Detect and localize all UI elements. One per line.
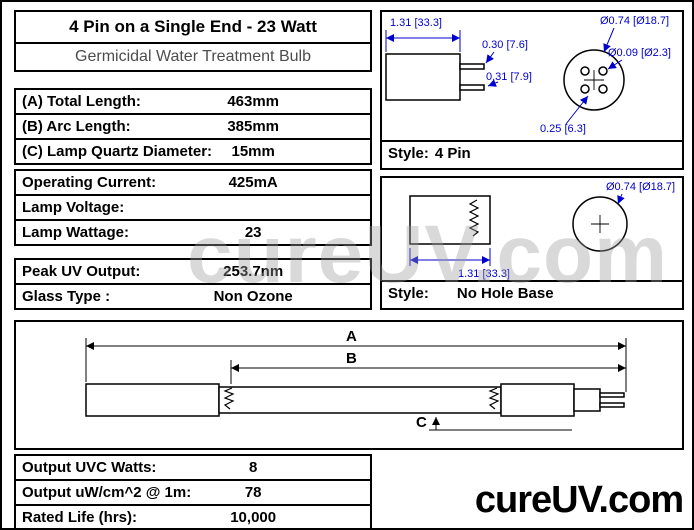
dim-c-label: C [416, 414, 427, 431]
spec-value: 78 [244, 484, 262, 501]
page-subtitle: Germicidal Water Treatment Bulb [75, 48, 311, 65]
spec-value: 385mm [227, 118, 280, 135]
spec-value: 8 [248, 459, 258, 476]
base-side-view: 1.31 [33.3] [409, 195, 510, 280]
base-drawing-panel: 1.31 [33.3] Ø0.74 [Ø18.7] Style: No Hole … [380, 176, 684, 310]
dim-pin-dia-label: Ø0.09 [Ø2.3] [608, 47, 671, 59]
dimension-c: C [416, 414, 572, 431]
table-row: Lamp Wattage: 23 [16, 221, 370, 244]
table-row: (C) Lamp Quartz Diameter: 15mm [16, 140, 370, 163]
pin-drawing-panel: 1.31 [33.3] 0.30 [7.6] 0.31 [7.9] [380, 10, 684, 170]
spec-table-uv-output: Peak UV Output: 253.7nm Glass Type : Non… [14, 258, 372, 310]
lamp-technical-drawing: A B C [85, 328, 627, 431]
table-row: Lamp Voltage: [16, 196, 370, 221]
dim-length-label: 1.31 [33.3] [390, 17, 442, 29]
table-row: Glass Type : Non Ozone [16, 285, 370, 308]
base-end-view: Ø0.74 [Ø18.7] [572, 181, 675, 252]
dim-pin-gap-top-label: 0.30 [7.6] [482, 39, 528, 51]
dim-pin-gap-bottom-label: 0.31 [7.9] [486, 71, 532, 83]
style-label-base: Style: No Hole Base [382, 280, 682, 308]
spec-value: 463mm [227, 93, 280, 110]
dim-pin-spacing-label: 0.25 [6.3] [540, 123, 586, 135]
spec-table-performance: Output UVC Watts: 8 Output uW/cm^2 @ 1m:… [14, 454, 372, 528]
spec-table-electrical: Operating Current: 425mA Lamp Voltage: L… [14, 169, 372, 246]
spec-value: Non Ozone [213, 288, 293, 305]
table-row: Output UVC Watts: 8 [16, 456, 370, 481]
spec-label: Lamp Wattage: [22, 224, 129, 241]
style-prefix: Style: [388, 145, 429, 162]
spec-value: 425mA [228, 174, 278, 191]
spec-label: Glass Type : [22, 288, 111, 305]
style-value: No Hole Base [456, 285, 554, 302]
dim-a-label: A [346, 328, 357, 345]
dim-base-length-label: 1.31 [33.3] [458, 268, 510, 280]
dimension-b: B [230, 350, 626, 384]
dim-base-dia-label: Ø0.74 [Ø18.7] [606, 181, 675, 193]
spec-label: Output UVC Watts: [22, 459, 157, 476]
style-value: 4 Pin [434, 145, 471, 162]
table-row: Operating Current: 425mA [16, 171, 370, 196]
style-prefix: Style: [388, 285, 429, 302]
page-title: 4 Pin on a Single End - 23 Watt [16, 12, 370, 44]
table-row: (B) Arc Length: 385mm [16, 115, 370, 140]
title-box: 4 Pin on a Single End - 23 Watt Germicid… [14, 10, 372, 72]
spec-label: Lamp Voltage: [22, 199, 125, 216]
dimension-a: A [85, 328, 627, 392]
spec-label: Rated Life (hrs): [22, 509, 138, 526]
spec-value: 23 [244, 224, 262, 241]
spec-label: (C) Lamp Quartz Diameter: [22, 143, 213, 160]
pin-end-view: Ø0.74 [Ø18.7] Ø0.09 [Ø2.3] 0.25 [6.3] [540, 15, 671, 135]
cureuv-logo: cureUV.com [474, 479, 684, 521]
lamp-drawing-panel: A B C [14, 320, 684, 450]
dim-outer-dia-label: Ø0.74 [Ø18.7] [600, 15, 669, 27]
spec-label: (A) Total Length: [22, 93, 141, 110]
spec-label: (B) Arc Length: [22, 118, 131, 135]
spec-value: 10,000 [230, 509, 277, 526]
table-row: Rated Life (hrs): 10,000 [16, 506, 370, 528]
spec-table-dimensions: (A) Total Length: 463mm (B) Arc Length: … [14, 88, 372, 165]
table-row: Output uW/cm^2 @ 1m: 78 [16, 481, 370, 506]
table-row: (A) Total Length: 463mm [16, 90, 370, 115]
spec-label: Output uW/cm^2 @ 1m: [22, 484, 192, 501]
style-label-4pin: Style: 4 Pin [382, 140, 682, 168]
spec-value: 15mm [231, 143, 275, 160]
base-drawing: 1.31 [33.3] Ø0.74 [Ø18.7] [409, 181, 675, 280]
spec-value: 253.7nm [223, 263, 284, 280]
dim-b-label: B [346, 350, 357, 367]
lamp-body [85, 383, 625, 417]
table-row: Peak UV Output: 253.7nm [16, 260, 370, 285]
spec-label: Operating Current: [22, 174, 157, 191]
pin-end-drawing: 1.31 [33.3] 0.30 [7.6] 0.31 [7.9] [385, 15, 671, 135]
pin-side-view: 1.31 [33.3] 0.30 [7.6] 0.31 [7.9] [385, 17, 532, 101]
spec-label: Peak UV Output: [22, 263, 141, 280]
